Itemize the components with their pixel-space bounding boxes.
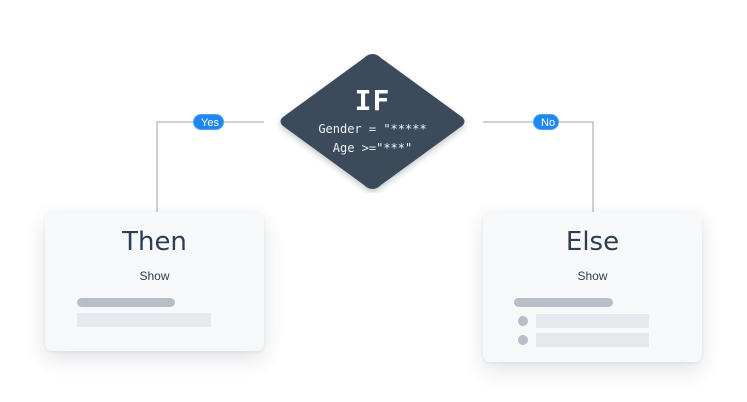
then-placeholder-heading <box>77 298 175 307</box>
no-badge: No <box>533 114 559 130</box>
condition-title: IF <box>354 83 391 117</box>
yes-badge: Yes <box>193 114 224 130</box>
no-connector <box>483 121 594 212</box>
condition-line-gender: Gender = "***** <box>318 121 427 136</box>
yes-connector <box>156 121 264 212</box>
then-placeholder-body <box>77 313 211 327</box>
else-title: Else <box>565 227 620 257</box>
else-bullet-dot <box>518 316 528 326</box>
condition-diamond[interactable] <box>275 50 470 193</box>
else-action: Show <box>577 269 608 283</box>
else-placeholder-heading <box>514 298 613 307</box>
condition-line-age: Age >="***" <box>332 140 413 155</box>
else-bullet-dot <box>518 335 528 345</box>
else-placeholder-line <box>536 314 649 328</box>
else-card[interactable]: Else Show <box>483 212 702 362</box>
then-action: Show <box>139 269 170 283</box>
then-card[interactable]: Then Show <box>45 212 264 351</box>
else-placeholder-line <box>536 333 649 347</box>
then-title: Then <box>122 227 187 257</box>
condition-content: IF Gender = "***** Age >="***" <box>275 50 470 193</box>
